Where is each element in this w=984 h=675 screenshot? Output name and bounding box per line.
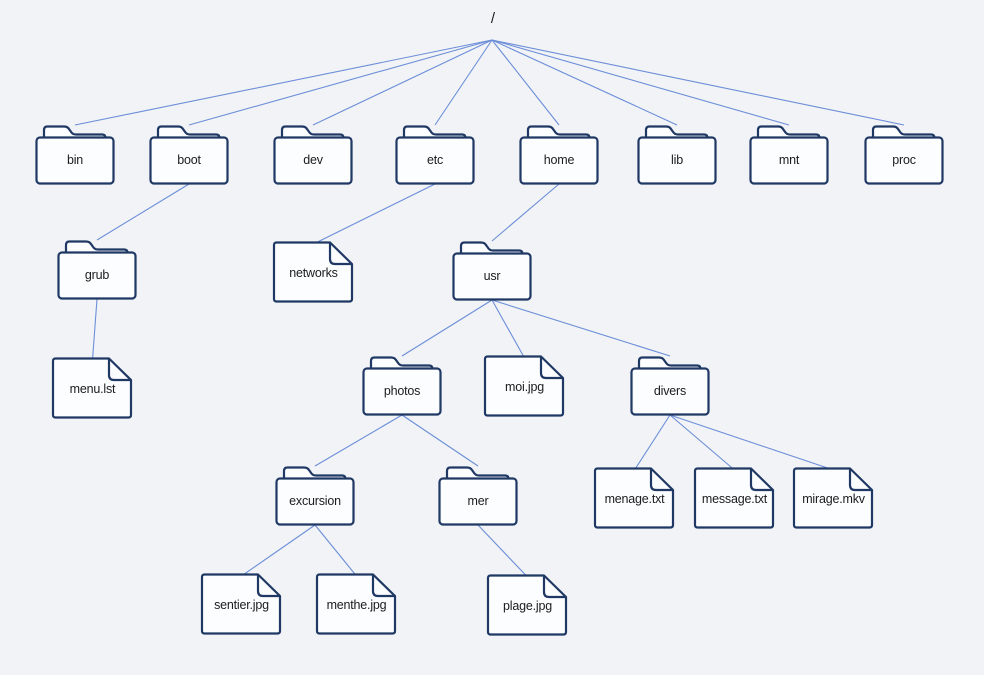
edge-home-usr <box>491 183 560 242</box>
node-label: menu.lst <box>69 382 116 396</box>
node-label: bin <box>66 153 84 167</box>
edge-root-dev <box>312 39 493 126</box>
node-label: divers <box>653 384 687 398</box>
node-label: excursion <box>289 494 341 508</box>
edge-usr-photos <box>401 299 493 357</box>
node-label: mnt <box>778 153 800 167</box>
node-label: menthe.jpg <box>326 598 387 612</box>
node-label: plage.jpg <box>503 599 552 613</box>
node-photos[interactable]: photos <box>361 352 443 417</box>
node-label: proc <box>892 153 916 167</box>
node-usr[interactable]: usr <box>451 237 533 302</box>
edge-usr-moijpg <box>491 299 525 359</box>
file-icon <box>483 355 565 417</box>
node-label: dev <box>303 153 323 167</box>
edge-etc-networks <box>313 183 436 245</box>
node-plagejpg[interactable]: plage.jpg <box>485 573 570 637</box>
edge-divers-menagetxt <box>634 414 671 471</box>
edge-boot-grub <box>96 183 190 241</box>
folder-icon <box>749 125 829 185</box>
node-label: menage.txt <box>604 492 665 506</box>
node-menthejpg[interactable]: menthe.jpg <box>314 572 399 636</box>
edge-grub-menulst <box>91 298 98 361</box>
file-icon <box>486 574 568 636</box>
edge-usr-divers <box>491 299 671 357</box>
node-dev[interactable]: dev <box>272 121 354 186</box>
folder-icon <box>273 125 353 185</box>
file-icon <box>200 573 282 635</box>
folder-icon <box>275 466 355 526</box>
node-messagetxt[interactable]: message.txt <box>692 466 777 530</box>
node-label: mer <box>467 494 489 508</box>
node-mer[interactable]: mer <box>437 462 519 527</box>
edge-mer-plagejpg <box>477 524 528 578</box>
node-label: usr <box>483 269 501 283</box>
node-grub[interactable]: grub <box>56 236 138 301</box>
node-label: lib <box>671 153 683 167</box>
folder-icon <box>637 125 717 185</box>
node-menagetxt[interactable]: menage.txt <box>592 466 677 530</box>
edge-root-lib <box>491 39 678 126</box>
folder-icon <box>519 125 599 185</box>
edge-root-bin <box>74 39 493 126</box>
folder-icon <box>452 241 532 301</box>
edge-root-mnt <box>491 39 790 126</box>
node-etc[interactable]: etc <box>394 121 476 186</box>
node-label: home <box>543 153 575 167</box>
edge-root-home <box>491 39 560 126</box>
folder-icon <box>395 125 475 185</box>
file-icon <box>272 241 354 303</box>
node-label: mirage.mkv <box>802 492 865 506</box>
node-label: message.txt <box>701 492 768 506</box>
file-icon <box>792 467 874 529</box>
node-miragemkv[interactable]: mirage.mkv <box>791 466 876 530</box>
folder-icon <box>864 125 944 185</box>
node-sentierjpg[interactable]: sentier.jpg <box>199 572 284 636</box>
node-excursion[interactable]: excursion <box>274 462 356 527</box>
node-lib[interactable]: lib <box>636 121 718 186</box>
node-label: boot <box>177 153 201 167</box>
file-icon <box>593 467 675 529</box>
file-icon <box>693 467 775 529</box>
folder-icon <box>630 356 710 416</box>
folder-icon <box>35 125 115 185</box>
node-label: etc <box>426 153 444 167</box>
node-label: moi.jpg <box>505 380 544 394</box>
node-divers[interactable]: divers <box>629 352 711 417</box>
node-label: grub <box>84 268 110 282</box>
edge-root-proc <box>491 39 905 126</box>
edge-photos-excursion <box>314 414 403 467</box>
node-moijpg[interactable]: moi.jpg <box>482 354 567 418</box>
edge-root-boot <box>188 39 493 126</box>
node-home[interactable]: home <box>518 121 600 186</box>
edge-root-etc <box>434 39 493 126</box>
node-label: networks <box>289 266 338 280</box>
node-label: photos <box>383 384 421 398</box>
edge-divers-miragemkv <box>669 414 834 471</box>
node-networks[interactable]: networks <box>271 240 356 304</box>
edge-divers-messagetxt <box>669 414 735 471</box>
folder-icon <box>438 466 518 526</box>
node-bin[interactable]: bin <box>34 121 116 186</box>
file-icon <box>51 357 133 419</box>
node-proc[interactable]: proc <box>863 121 945 186</box>
edge-excursion-menthejpg <box>314 524 357 577</box>
edge-photos-mer <box>401 414 479 467</box>
node-mnt[interactable]: mnt <box>748 121 830 186</box>
node-label: sentier.jpg <box>214 598 269 612</box>
folder-icon <box>362 356 442 416</box>
file-icon <box>315 573 397 635</box>
folder-icon <box>57 240 137 300</box>
root-node: / <box>490 9 496 27</box>
node-menulst[interactable]: menu.lst <box>50 356 135 420</box>
node-boot[interactable]: boot <box>148 121 230 186</box>
folder-icon <box>149 125 229 185</box>
edge-excursion-sentierjpg <box>241 524 316 577</box>
